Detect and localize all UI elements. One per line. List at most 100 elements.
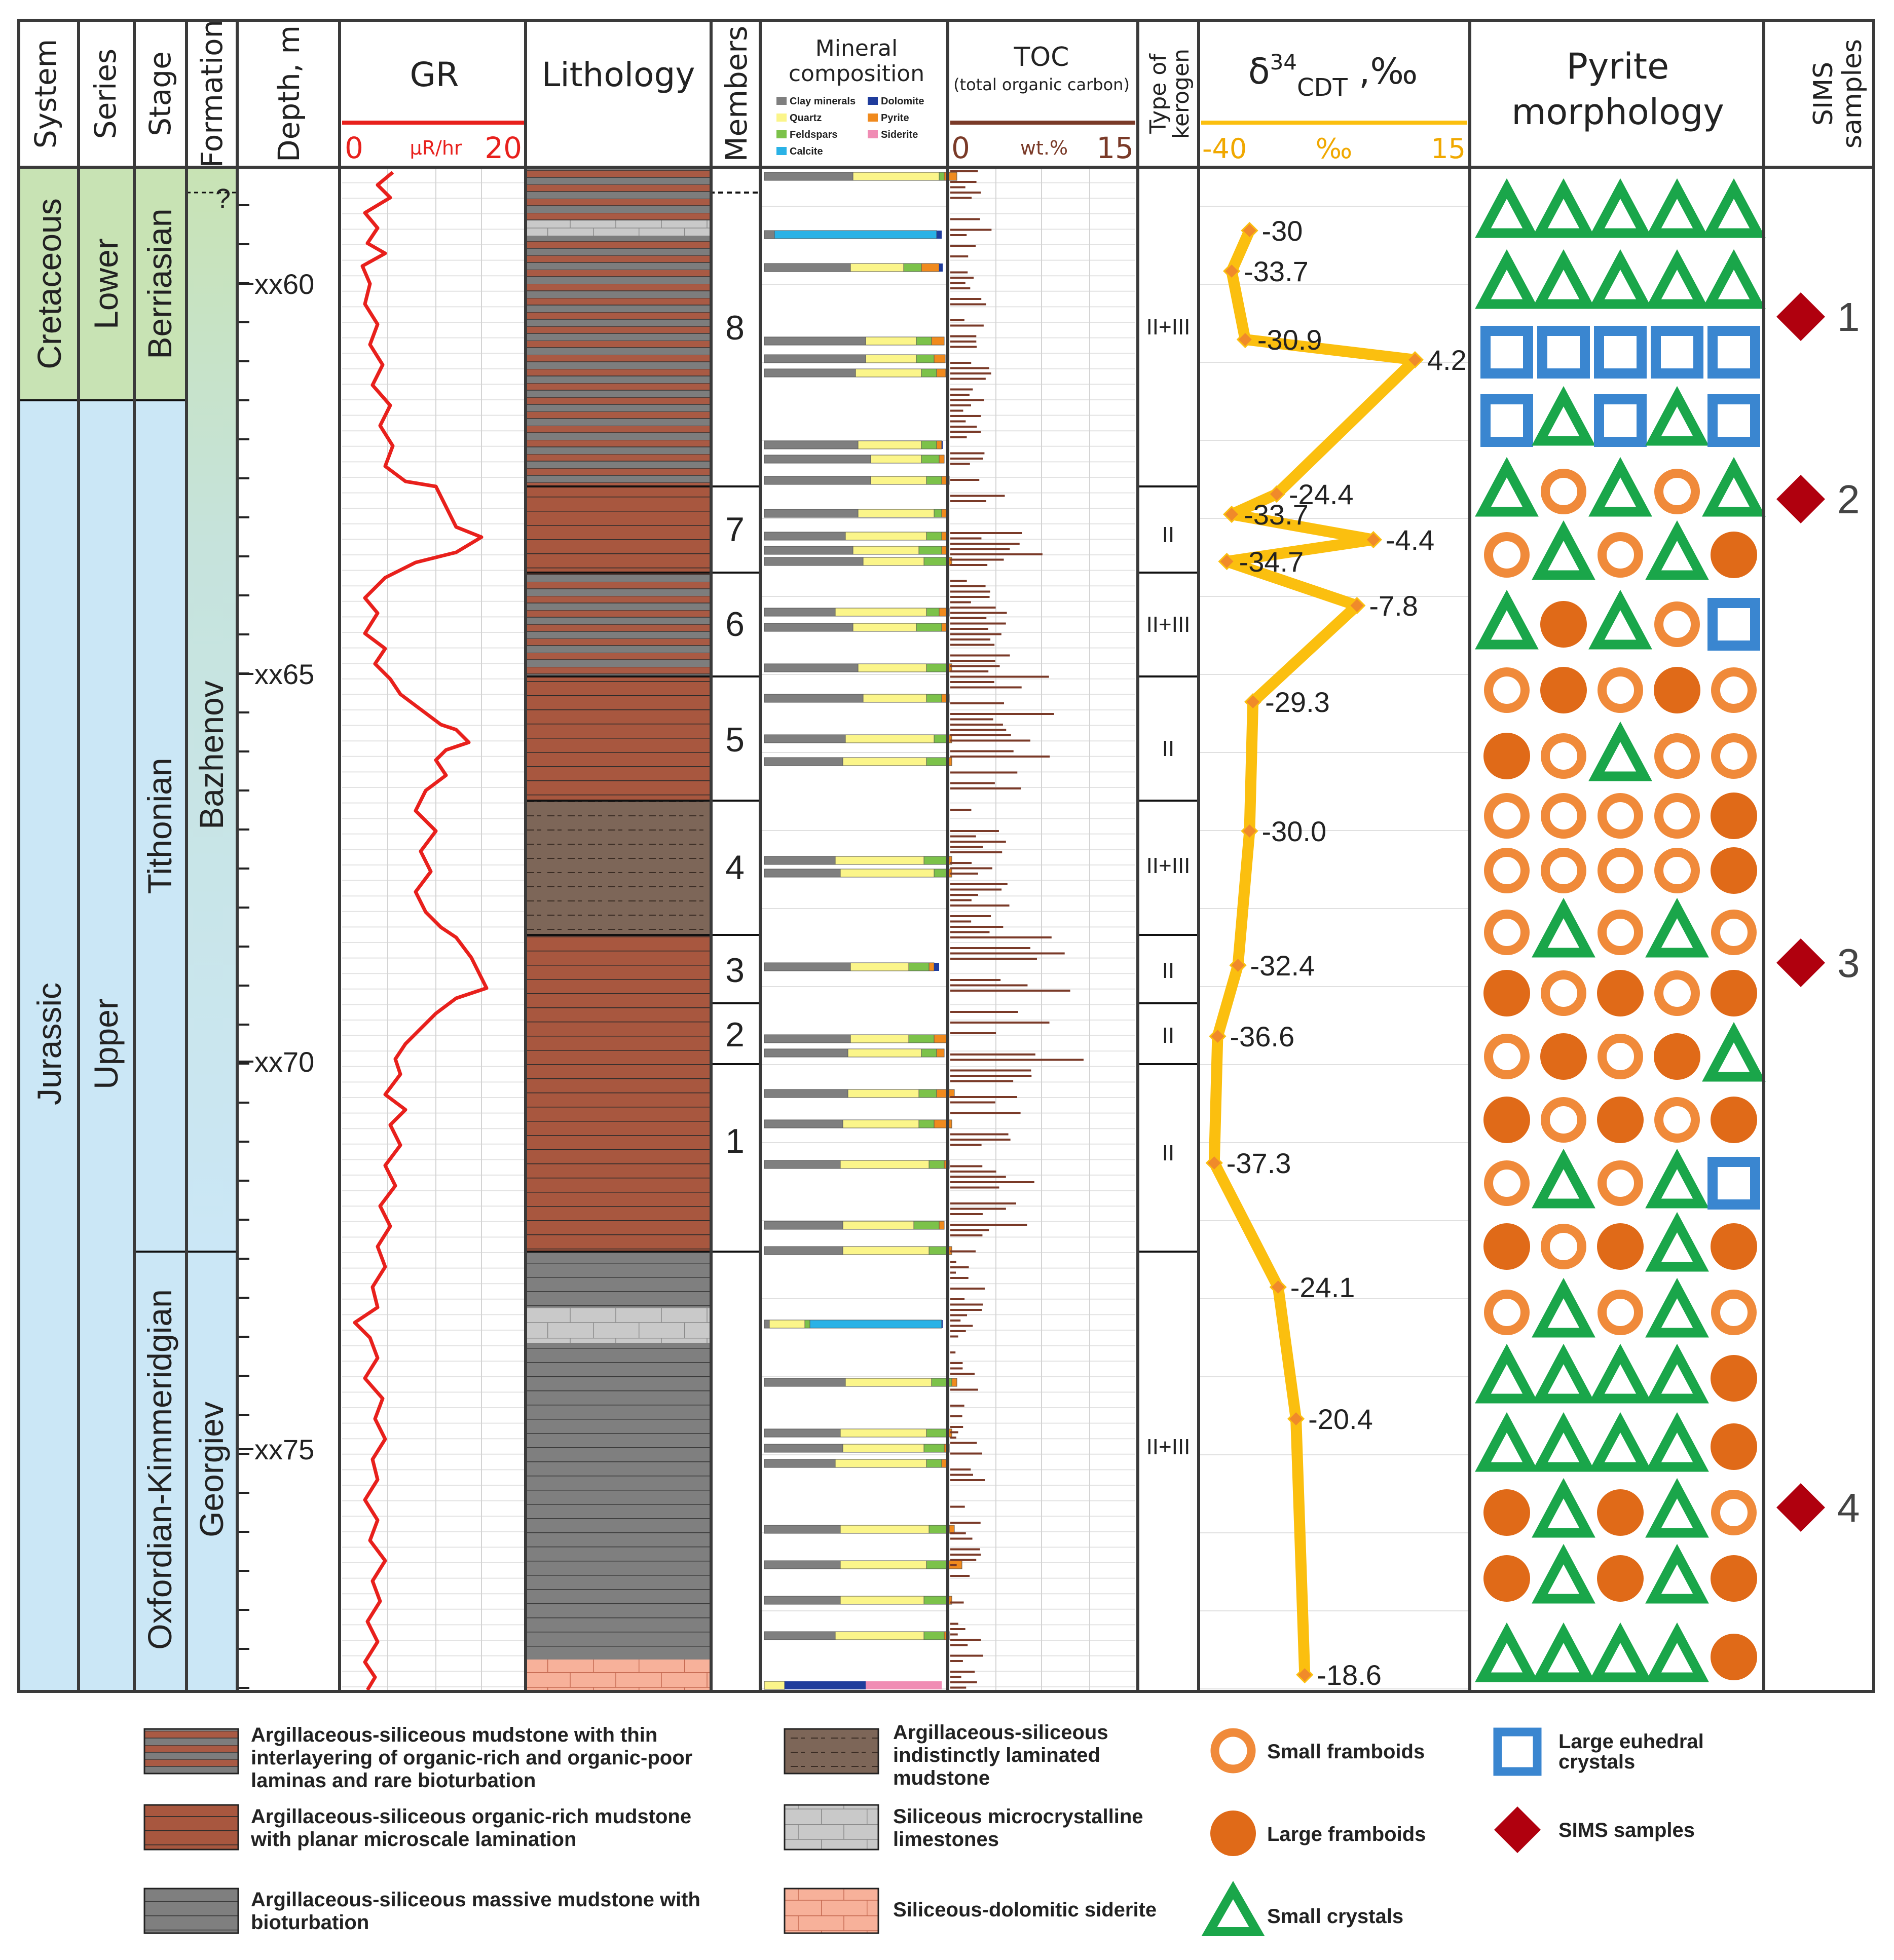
small-crystal-icon — [1201, 1880, 1265, 1936]
mineral-segment — [764, 354, 866, 363]
small-framboid-icon — [1210, 1728, 1256, 1774]
small-crystal-icon — [1475, 1622, 1539, 1682]
d34s-scale-unit: ‰ — [1316, 133, 1352, 165]
kerogen-type: II+III — [1146, 612, 1191, 637]
panel-gridlines — [342, 167, 1469, 1690]
mineral-segment — [865, 336, 917, 346]
small-crystal-icon — [1702, 1022, 1766, 1082]
mineral-segment — [936, 440, 942, 449]
mineral-segment — [929, 1246, 947, 1255]
d34s-point — [1269, 1278, 1287, 1296]
mineral-segment — [764, 1596, 841, 1605]
small-framboid-icon — [1484, 848, 1530, 893]
small-crystal-icon — [1588, 457, 1652, 517]
large-euhedral-icon — [1537, 326, 1590, 379]
legend-label: Argillaceous-siliceous mudstone with thi… — [251, 1724, 657, 1746]
legend-label: Argillaceous-siliceous organic-rich muds… — [251, 1805, 691, 1828]
depth-label: xx60 — [254, 268, 314, 300]
mineral-segment — [840, 1560, 927, 1569]
d34s-value-label: -4.4 — [1386, 524, 1435, 556]
mineral-segment — [842, 1119, 919, 1128]
mineral-segment — [936, 368, 946, 378]
small-crystal-icon — [1532, 897, 1595, 958]
mineral-composition-bars — [764, 172, 962, 1690]
legend-swatch-massive — [143, 1888, 239, 1934]
large-framboid-icon — [1711, 1555, 1757, 1602]
member-label: 1 — [725, 1122, 745, 1160]
mineral-segment — [916, 354, 935, 363]
mineral-segment — [921, 368, 937, 378]
mineral-legend-label: Pyrite — [881, 112, 909, 124]
mineral-segment — [939, 172, 945, 181]
mineral-segment — [764, 263, 851, 272]
mineral-segment — [845, 1378, 932, 1387]
legend-label: with planar microscale lamination — [250, 1828, 576, 1851]
large-framboid-icon — [1711, 793, 1757, 839]
series-upper: Upper — [87, 998, 125, 1089]
gr-scale-unit: µR/hr — [410, 137, 462, 159]
mineral-segment — [774, 230, 937, 239]
large-framboid-icon — [1483, 970, 1530, 1016]
sims-sample-number: 1 — [1837, 294, 1860, 340]
small-crystal-icon — [1532, 1277, 1595, 1338]
d34s-value-label: -7.8 — [1369, 590, 1418, 622]
mineral-segment — [764, 608, 836, 617]
kerogen-type: II — [1162, 958, 1174, 983]
depth-label: xx75 — [254, 1434, 314, 1465]
small-crystal-icon — [1645, 1277, 1709, 1338]
kerogen-column: II+III II II+III II II+III II II II II+I… — [1138, 315, 1199, 1459]
mineral-segment — [918, 546, 942, 555]
lithology-legend: Argillaceous-siliceous mudstone with thi… — [143, 1721, 1157, 1934]
d34s-value-label: -32.4 — [1250, 950, 1315, 982]
d34s-point — [1406, 351, 1424, 369]
cretaceous-system-fill — [19, 167, 79, 400]
sims-marker — [1776, 475, 1825, 523]
d34s-value-label: -18.6 — [1317, 1659, 1382, 1691]
mineral-segment — [764, 440, 859, 449]
lith-massive-lower — [527, 1343, 710, 1660]
header-gr: GR — [410, 55, 459, 94]
small-crystal-icon — [1532, 249, 1595, 309]
table-frame — [17, 19, 1875, 1693]
large-framboid-icon — [1711, 1097, 1757, 1143]
d34s-value-label: -30.9 — [1257, 324, 1322, 356]
small-crystal-icon — [1475, 178, 1539, 238]
system-jurassic: Jurassic — [30, 983, 68, 1105]
d34s-point — [1348, 596, 1366, 615]
sims-sample-number: 2 — [1837, 477, 1860, 522]
column-headers: System Series Stage Formation Depth, m G… — [28, 20, 1868, 168]
depth-label: xx65 — [254, 658, 314, 690]
mineral-segment — [926, 1560, 947, 1569]
small-crystal-icon — [1532, 1343, 1595, 1404]
small-framboid-icon — [1541, 733, 1586, 779]
mineral-segment — [764, 623, 853, 632]
small-crystal-icon — [1588, 1412, 1652, 1472]
mineral-segment — [863, 557, 924, 566]
header-d34s: δ34CDT ,‰ — [1248, 50, 1418, 102]
large-framboid-icon — [1540, 667, 1587, 713]
mineral-segment — [804, 1320, 810, 1329]
mineral-segment — [764, 230, 775, 239]
header-lithology: Lithology — [542, 55, 695, 94]
d34s-point — [1296, 1666, 1314, 1684]
mineral-segment — [858, 509, 935, 518]
header-members: Members — [719, 26, 754, 162]
d34s-value-label: -20.4 — [1308, 1403, 1373, 1435]
small-crystal-icon — [1532, 178, 1595, 238]
legend-label: mudstone — [893, 1767, 990, 1789]
mineral-segment — [926, 694, 942, 703]
kerogen-type: II — [1162, 522, 1174, 547]
mineral-legend-label: Feldspars — [790, 129, 837, 140]
legend-label: Small framboids — [1267, 1741, 1425, 1763]
mineral-segment — [858, 663, 927, 672]
small-crystal-icon — [1645, 1212, 1709, 1272]
gr-curve — [353, 171, 489, 1691]
mineral-legend-label: Clay minerals — [790, 96, 856, 107]
mineral-segment — [926, 757, 947, 766]
legend-label: Argillaceous-siliceous — [893, 1721, 1108, 1744]
large-euhedral-icon — [1480, 326, 1533, 379]
mineral-segment — [921, 440, 937, 449]
member-label: 2 — [725, 1015, 745, 1054]
small-framboid-icon — [1711, 1490, 1757, 1535]
